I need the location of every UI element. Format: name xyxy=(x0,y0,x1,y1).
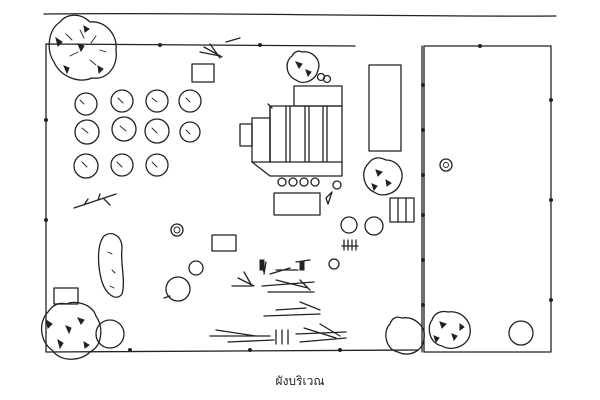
shrubs-southeast xyxy=(385,310,534,355)
shrub-b xyxy=(165,276,191,302)
drawing-caption: ผังบริเวณ xyxy=(275,374,325,388)
well-ring xyxy=(170,223,184,237)
shed-slats xyxy=(397,197,407,223)
post-markers xyxy=(259,259,305,271)
fallen-branch-west xyxy=(73,193,117,209)
shed-small xyxy=(389,197,415,223)
road-edge-line xyxy=(43,12,557,17)
stepping-stones xyxy=(277,177,342,190)
orchard-trees xyxy=(73,89,202,179)
pond-texture xyxy=(107,251,116,289)
property-boundary-right-lot xyxy=(423,45,552,353)
tree-east-house xyxy=(363,157,403,196)
shrub-a xyxy=(188,260,204,276)
raised-bed-long xyxy=(368,64,402,152)
east-lot-well-inner xyxy=(443,162,449,168)
well-inner xyxy=(173,226,181,234)
patio-bench xyxy=(325,191,333,205)
woodpile-north xyxy=(199,37,241,59)
shrub-b-stem xyxy=(163,295,171,299)
east-lot-well xyxy=(439,158,453,172)
planter-box xyxy=(191,63,215,83)
fence-fragment xyxy=(341,239,359,251)
fence-posts xyxy=(44,43,553,352)
woodpile-center xyxy=(209,259,347,345)
large-tree-southwest xyxy=(41,301,125,360)
shrub-c xyxy=(340,216,358,234)
main-house xyxy=(239,85,343,177)
large-tree-northwest xyxy=(48,14,117,81)
tree-north-house xyxy=(286,50,332,84)
garden-bed-center xyxy=(211,234,237,252)
shrub-d xyxy=(364,216,384,236)
property-boundary-left xyxy=(45,43,419,353)
pond xyxy=(97,233,125,298)
shrub-e xyxy=(328,258,340,270)
gate-small xyxy=(53,287,79,305)
patio xyxy=(273,192,321,216)
